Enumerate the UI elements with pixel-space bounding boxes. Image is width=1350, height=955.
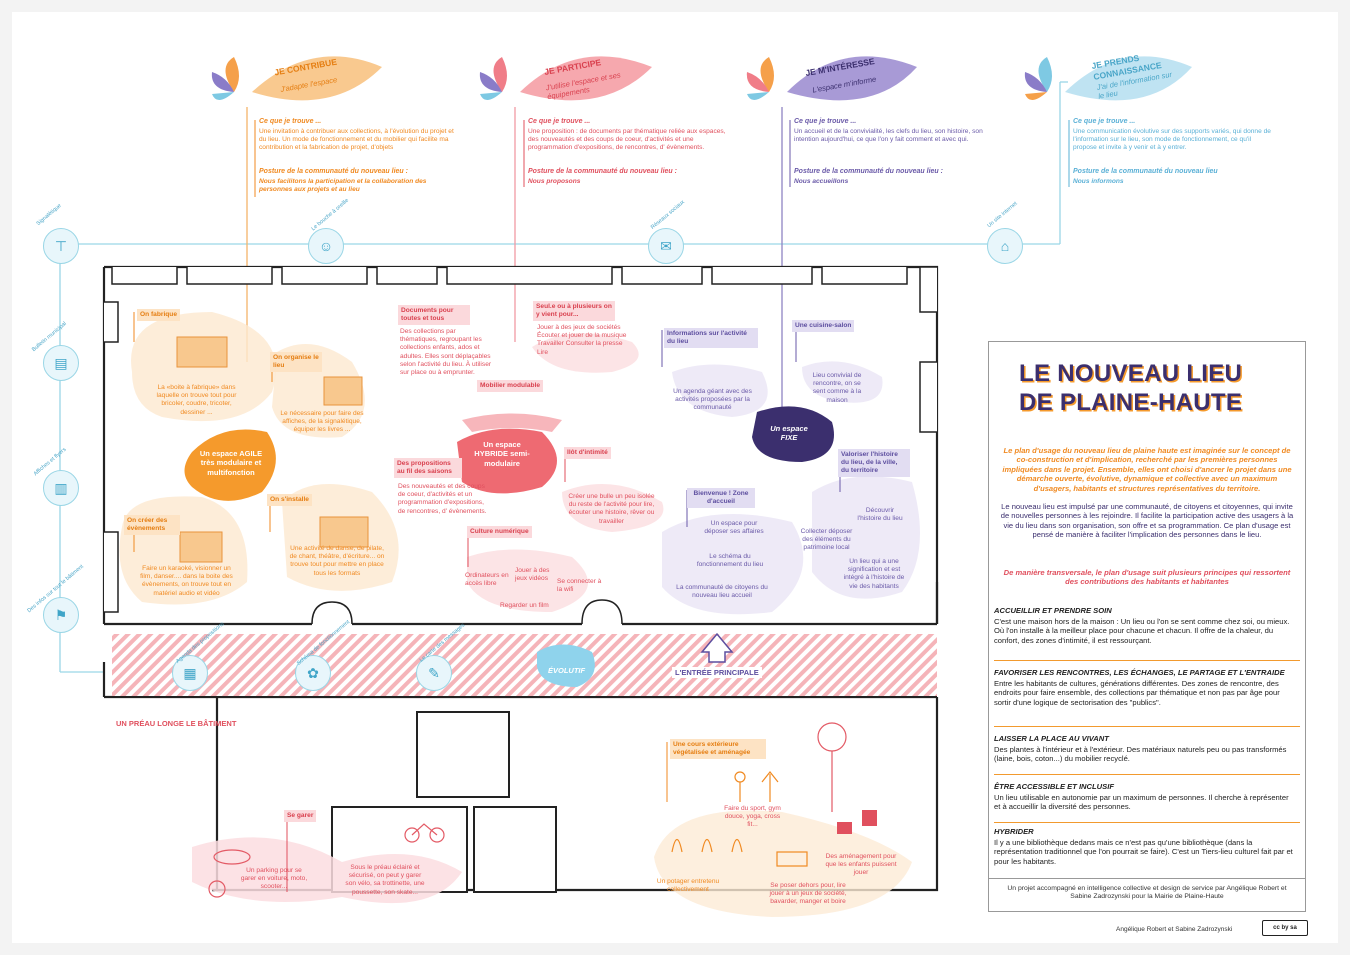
ordis-text: Ordinateurs en accès libre — [465, 572, 509, 588]
principle-body: Des plantes à l'intérieur et à l'extérie… — [994, 745, 1287, 764]
panel-footer: Un projet accompagné en intelligence col… — [1007, 885, 1287, 901]
communaute-text: La communauté de citoyens du nouveau lie… — [676, 584, 768, 600]
posture-label-participe: Posture de la communauté du nouveau lieu… — [528, 168, 677, 175]
wifi-text: Se connecter à la wifi — [557, 578, 602, 594]
tag-seul: Seul.e ou à plusieurs on y vient pour... — [533, 301, 615, 321]
agenda-text: Un agenda géant avec des activités propo… — [673, 388, 752, 412]
events-text: Faire un karaoké, visionner un film, dan… — [140, 565, 233, 597]
evolutif-label: ÉVOLUTIF — [548, 666, 586, 675]
fabrique-text: La «boite à fabrique» dans laquelle on t… — [156, 384, 237, 416]
calendar-icon: ▦ — [172, 655, 208, 691]
hybride-label: Un espace HYBRIDE semi-modulaire — [474, 440, 530, 468]
separator — [994, 774, 1300, 775]
posture-label-interesse: Posture de la communauté du nouveau lieu… — [794, 168, 943, 175]
docs-text: Des collections par thématiques, regroup… — [400, 328, 492, 377]
saisons-text: Des nouveautés et des coups de coeur, d'… — [398, 483, 487, 515]
find-label-contribue: Ce que je trouve ... — [259, 118, 322, 125]
tag-infos: Informations sur l'activité du lieu — [664, 328, 758, 348]
schema-text: Le schéma du fonctionnement du lieu — [696, 553, 764, 569]
install-text: Une activité de danse, de pilate, de cha… — [289, 545, 385, 577]
tag-mobilier: Mobilier modulable — [477, 380, 544, 392]
website-icon: ⌂ — [987, 228, 1023, 264]
potager-text: Un potager entretenu collectivement — [656, 878, 720, 894]
find-label-participe: Ce que je trouve ... — [528, 118, 591, 125]
leaf-icon: ✿ — [295, 655, 331, 691]
banner-icon: ⚑ — [43, 597, 79, 633]
velo-text: Sous le préau éclairé et sécurisé, on pe… — [345, 864, 425, 896]
tag-events: On créer des évènements — [124, 515, 180, 535]
plan-drawing — [59, 56, 1192, 917]
signpost-icon: ⊤ — [43, 228, 79, 264]
preau-label: UN PRÉAU LONGE LE BÂTIMENT — [116, 719, 237, 728]
separator — [994, 726, 1300, 727]
panel-intro: Le plan d'usage du nouveau lieu de plain… — [1002, 446, 1292, 493]
find-text-contribue: Une invitation à contribuer aux collecti… — [259, 128, 454, 152]
newsletter-icon: ▤ — [43, 345, 79, 381]
find-label-interesse: Ce que je trouve ... — [794, 118, 857, 125]
tag-ilot: Ilôt d'intimité — [564, 447, 611, 459]
find-label-connaissance: Ce que je trouve ... — [1073, 118, 1136, 125]
posture-label-contribue: Posture de la communauté du nouveau lieu… — [259, 168, 408, 175]
poster: JE CONTRIBUE J'adapte l'espace Ce que je… — [12, 12, 1338, 943]
tag-numerique: Culture numérique — [467, 526, 532, 538]
patrimoine-text: Collecter déposer des éléments du patrim… — [800, 528, 853, 552]
tag-saisons: Des propositions au fil des saisons — [394, 458, 462, 478]
fixe-label: Un espace FIXE — [770, 424, 808, 443]
panel-para2: Le nouveau lieu est impulsé par une comm… — [1000, 502, 1294, 540]
principle-head: ÊTRE ACCESSIBLE ET INCLUSIF — [994, 782, 1114, 791]
posture-text-contribue: Nous facilitons la participation et la c… — [259, 178, 427, 194]
film-text: Regarder un film — [500, 602, 549, 609]
separator — [994, 660, 1300, 661]
signification-text: Un lieu qui a une signification et est i… — [843, 558, 905, 590]
footer-rule — [989, 878, 1305, 879]
agile-label: Un espace AGILE très modulaire et multif… — [199, 449, 263, 477]
posture-text-participe: Nous proposons — [528, 178, 581, 185]
seul-text: Jouer à des jeux de sociétés Écouter et … — [537, 324, 627, 356]
social-network-icon: ✉ — [648, 228, 684, 264]
entree-label: L'ENTRÉE PRINCIPALE — [672, 667, 762, 679]
amenagement-text: Des aménagement pour que les enfants pui… — [825, 853, 897, 877]
find-text-participe: Une proposition : de documents par théma… — [528, 128, 726, 152]
posture-label-connaissance: Posture de la communauté du nouveau lieu — [1073, 168, 1218, 175]
principle-body: C'est une maison hors de la maison : Un … — [994, 617, 1290, 645]
poser-text: Se poser dehors pour, lire jouer à un je… — [769, 882, 847, 906]
principle-head: ACCUEILLIR ET PRENDRE SOIN — [994, 606, 1112, 615]
tag-cuisine: Une cuisine-salon — [792, 320, 855, 332]
ilot-text: Créer une bulle un peu isolée du reste d… — [568, 493, 655, 525]
principle-head: FAVORISER LES RENCONTRES, LES ÉCHANGES, … — [994, 668, 1285, 677]
parking-text: Un parking pour se garer en voiture, mot… — [240, 867, 308, 891]
sport-text: Faire du sport, gym douce, yoga, cross f… — [724, 805, 781, 829]
principle-body: Un lieu utilisable en autonomie par un m… — [994, 793, 1289, 812]
posture-text-connaissance: Nous informons — [1073, 178, 1124, 185]
find-text-interesse: Un accueil et de la convivialité, les cl… — [794, 128, 983, 144]
find-text-connaissance: Une communication évolutive sur des supp… — [1073, 128, 1271, 152]
info-panel: LE NOUVEAU LIEU DE PLAINE-HAUTE Le plan … — [988, 341, 1306, 912]
panel-transversal: De manière transversale, le plan d'usage… — [1003, 568, 1291, 587]
posture-text-interesse: Nous accueillons — [794, 178, 849, 185]
people-icon: ☺ — [308, 228, 344, 264]
organise-text: Le nécessaire pour faire des affiches, d… — [280, 410, 364, 434]
principle-body: Il y a une bibliothèque dedans mais ce n… — [994, 838, 1293, 866]
tag-histoire: Valoriser l'histoire du lieu, de la vill… — [838, 449, 910, 477]
tag-cours: Une cours extérieure végétalisée et amén… — [670, 739, 766, 759]
tag-install: On s'installe — [267, 494, 312, 506]
principle-head: HYBRIDER — [994, 827, 1034, 836]
tag-fabrique: On fabrique — [137, 309, 180, 321]
decouvrir-text: Découvrir l'histoire du lieu — [857, 507, 903, 523]
jeux-video-text: Jouer à des jeux vidéos — [515, 567, 550, 583]
poster-icon: ▥ — [43, 470, 79, 506]
cuisine-text: Lieu convivial de rencontre, on se sent … — [812, 372, 862, 404]
separator — [994, 822, 1300, 823]
principle-head: LAISSER LA PLACE AU VIVANT — [994, 734, 1109, 743]
principle-body: Entre les habitants de cultures, générat… — [994, 679, 1280, 707]
chat-icon: ✎ — [416, 655, 452, 691]
tag-organise: On organise le lieu — [270, 352, 322, 372]
credits: Angélique Robert et Sabine Zadrozynski — [1116, 926, 1233, 933]
cc-license-icon: cc by sa — [1262, 920, 1308, 936]
tag-docs: Documents pour toutes et tous — [398, 305, 470, 325]
tag-bienvenue: Bienvenue ! Zone d'accueil — [687, 488, 755, 508]
panel-title: LE NOUVEAU LIEU DE PLAINE-HAUTE — [1019, 360, 1243, 416]
tag-garer: Se garer — [284, 810, 317, 822]
affaires-text: Un espace pour déposer ses affaires — [704, 520, 764, 536]
